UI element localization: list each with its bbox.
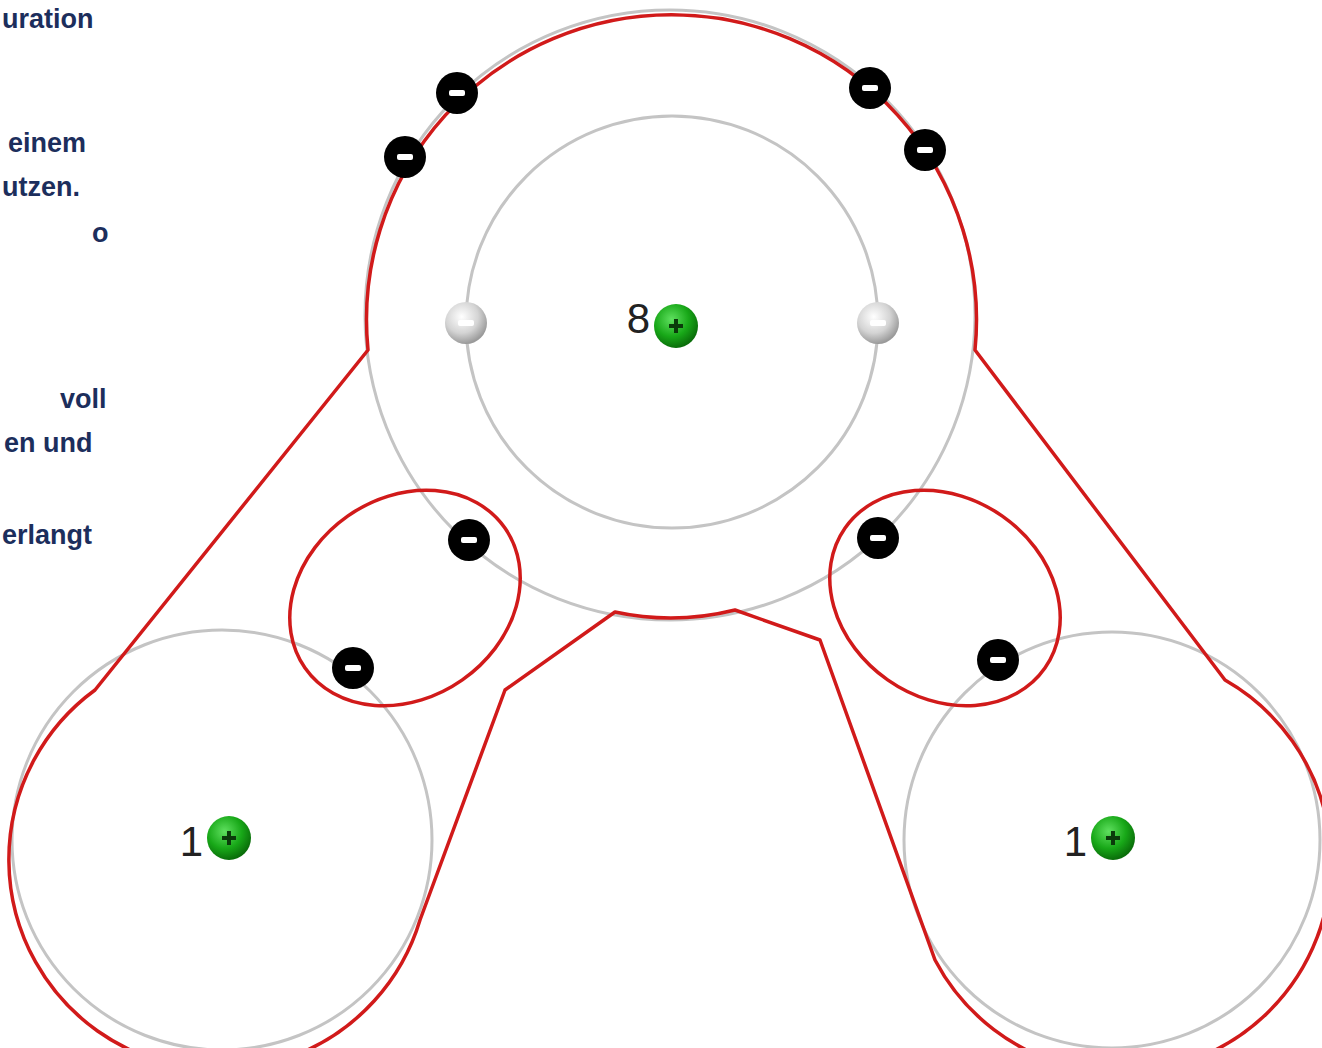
text-fragment: uration bbox=[2, 4, 94, 35]
text-fragment: utzen. bbox=[2, 172, 80, 203]
oxygen-atom: 8 bbox=[365, 10, 975, 620]
hydrogen-atom: 1 bbox=[904, 630, 1320, 1045]
valence-electron bbox=[332, 67, 1019, 689]
text-fragment: o bbox=[92, 218, 109, 249]
text-fragment: voll bbox=[60, 384, 107, 415]
proton-count: 1 bbox=[180, 821, 203, 863]
text-fragment: en und bbox=[4, 428, 93, 459]
hydrogen-atom: 1 bbox=[12, 630, 432, 1045]
electron-shell bbox=[12, 10, 1320, 1048]
text-fragment: erlangt bbox=[2, 520, 92, 551]
nucleus bbox=[207, 304, 1135, 860]
proton-count: 1 bbox=[1064, 821, 1087, 863]
proton-count: 8 bbox=[627, 298, 650, 340]
bond-loop bbox=[248, 446, 563, 750]
text-fragment: einem bbox=[8, 128, 86, 159]
bond-loop bbox=[788, 446, 1103, 750]
molecule-outline bbox=[9, 15, 1322, 1048]
